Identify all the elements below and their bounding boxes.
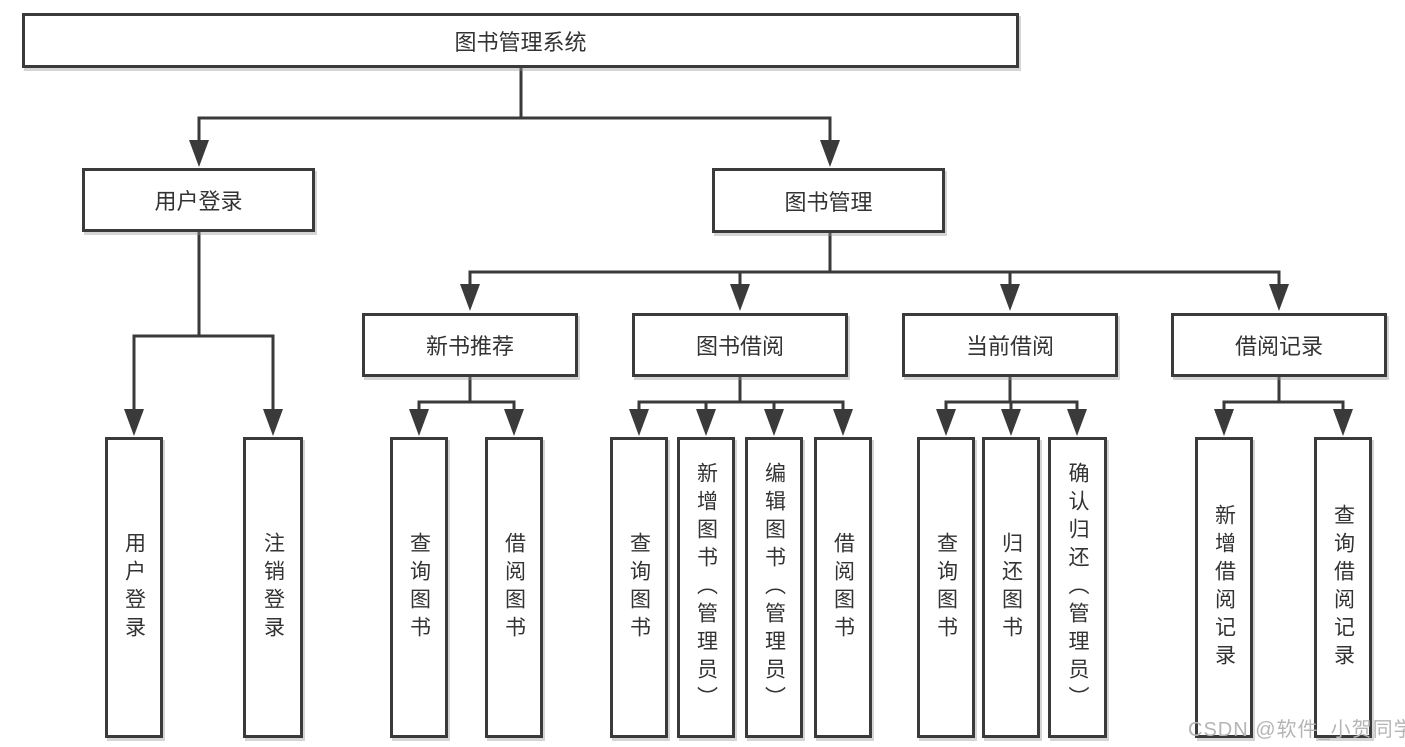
- node-confirm-return-admin: 确认归还（管理员）: [1048, 437, 1107, 738]
- node-label: 注销登录: [261, 531, 285, 644]
- node-label: 图书管理系统: [454, 29, 587, 55]
- node-label: 借阅记录: [1234, 334, 1323, 359]
- node-label: 新增图书（管理员）: [694, 461, 718, 714]
- node-login: 用户登录: [105, 437, 163, 738]
- node-label: 当前借阅: [965, 334, 1054, 359]
- node-label: 新增借阅记录: [1212, 503, 1236, 672]
- node-return-books: 归还图书: [982, 437, 1040, 738]
- node-label: 编辑图书（管理员）: [762, 461, 786, 714]
- node-book-borrowing: 图书借阅: [632, 313, 848, 377]
- node-label: 新书推荐: [425, 334, 514, 359]
- node-user-login: 用户登录: [82, 168, 315, 232]
- node-query-books-2: 查询图书: [610, 437, 668, 738]
- watermark: CSDN @软件_小贺同学: [1188, 719, 1405, 741]
- node-query-books-3: 查询图书: [917, 437, 975, 738]
- node-label: 查询借阅记录: [1331, 503, 1355, 672]
- node-label: 查询图书: [407, 531, 431, 644]
- node-label: 用户登录: [122, 531, 146, 644]
- node-new-book-recommend: 新书推荐: [362, 313, 578, 377]
- node-borrowing-records: 借阅记录: [1171, 313, 1387, 377]
- node-add-books-admin: 新增图书（管理员）: [677, 437, 735, 738]
- node-label: 借阅图书: [831, 531, 855, 644]
- node-label: 图书借阅: [695, 334, 784, 359]
- node-query-books-1: 查询图书: [390, 437, 448, 738]
- node-label: 借阅图书: [502, 531, 526, 644]
- node-book-management: 图书管理: [712, 168, 945, 233]
- node-query-borrow-record: 查询借阅记录: [1314, 437, 1372, 738]
- node-logout: 注销登录: [243, 437, 303, 738]
- node-label: 查询图书: [627, 531, 651, 644]
- node-borrow-books-1: 借阅图书: [485, 437, 543, 738]
- node-borrow-books-2: 借阅图书: [814, 437, 872, 738]
- node-label: 归还图书: [999, 531, 1023, 644]
- node-label: 确认归还（管理员）: [1066, 461, 1089, 714]
- node-edit-books-admin: 编辑图书（管理员）: [745, 437, 803, 738]
- node-label: 查询图书: [934, 531, 958, 644]
- node-add-borrow-record: 新增借阅记录: [1195, 437, 1253, 738]
- node-label: 图书管理: [784, 189, 873, 215]
- node-library-system: 图书管理系统: [22, 13, 1019, 68]
- node-current-borrowing: 当前借阅: [902, 313, 1118, 377]
- node-label: 用户登录: [154, 189, 243, 214]
